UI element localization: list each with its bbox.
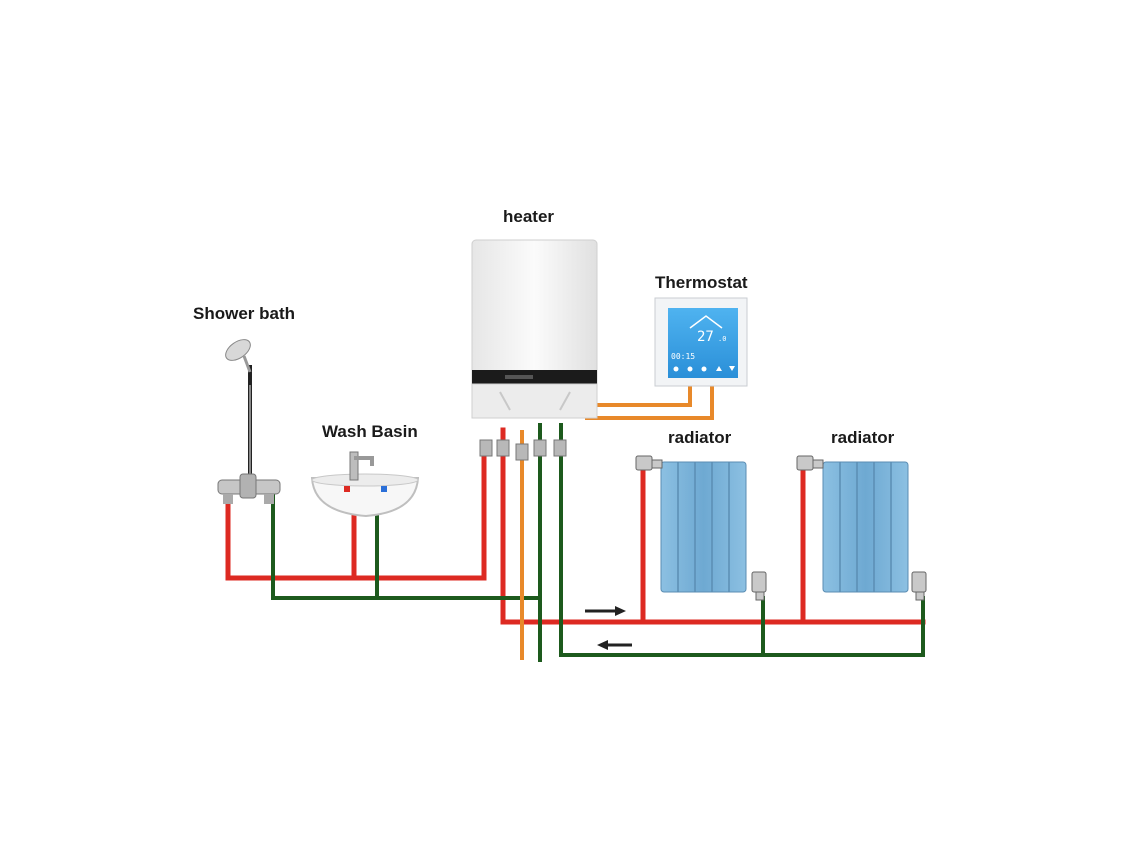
return-pipes bbox=[271, 423, 925, 662]
radiator-2 bbox=[796, 455, 927, 601]
hot-supply-pipes bbox=[225, 427, 926, 625]
shower-head-icon bbox=[225, 339, 252, 373]
wash-basin bbox=[310, 451, 420, 518]
thermostat-wire-2 bbox=[585, 385, 714, 420]
return-pipe-heating-main bbox=[559, 423, 925, 657]
heater-valves bbox=[479, 439, 567, 461]
arrow-left-icon bbox=[597, 640, 632, 650]
gas-pipes bbox=[520, 385, 714, 660]
arrow-right-icon bbox=[585, 606, 626, 616]
thermostat-temp: 27 bbox=[697, 329, 714, 345]
thermostat-wire-1 bbox=[590, 385, 692, 407]
label-radiator-2: radiator bbox=[831, 428, 895, 447]
radiator-valve-icon bbox=[635, 455, 767, 601]
radiator-1 bbox=[635, 455, 767, 601]
label-thermostat: Thermostat bbox=[655, 273, 748, 292]
shower-unit bbox=[217, 339, 281, 504]
thermostat-clock: 00:15 bbox=[671, 352, 695, 361]
radiator-valve-icon bbox=[796, 455, 927, 601]
label-radiator-1: radiator bbox=[668, 428, 732, 447]
thermostat-screen bbox=[668, 308, 738, 378]
label-shower-bath: Shower bath bbox=[193, 304, 296, 323]
label-heater: heater bbox=[503, 207, 555, 226]
hot-pipe-domestic-main bbox=[225, 447, 487, 581]
hot-pipe-heating-main bbox=[500, 427, 926, 625]
heater-unit bbox=[471, 239, 598, 461]
thermostat-buttons bbox=[673, 366, 735, 372]
faucet-icon bbox=[349, 451, 374, 481]
label-wash-basin: Wash Basin bbox=[322, 422, 418, 441]
thermostat-device: 27 .0 00:15 bbox=[654, 297, 748, 387]
thermostat-decimal: .0 bbox=[718, 335, 726, 343]
